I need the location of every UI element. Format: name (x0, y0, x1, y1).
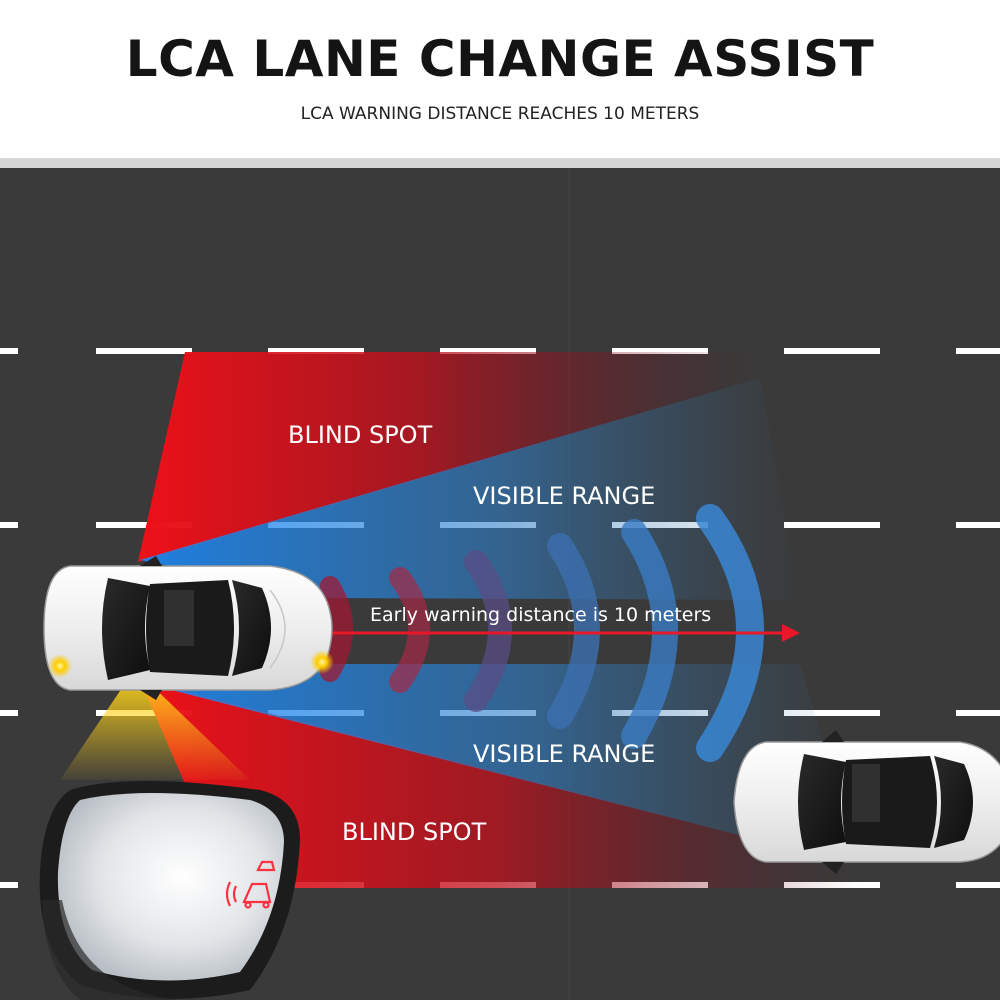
header: LCA LANE CHANGE ASSIST LCA WARNING DISTA… (0, 0, 1000, 158)
blind-spot-zone-lower (140, 680, 860, 888)
blind-spot-warning-icon (225, 860, 276, 909)
page-title: LCA LANE CHANGE ASSIST (125, 30, 875, 88)
visible-range-zone-lower (140, 664, 860, 866)
mirror-light-beam (60, 676, 250, 780)
indicator-light (310, 650, 334, 674)
radar-wave-icon (320, 504, 764, 762)
blind-spot-label-lower: BLIND SPOT (342, 818, 487, 846)
visible-range-label-upper: VISIBLE RANGE (473, 482, 656, 510)
warning-distance-label: Early warning distance is 10 meters (370, 604, 712, 626)
blind-spot-label-upper: BLIND SPOT (288, 421, 433, 449)
car-top-view-icon (733, 730, 1000, 874)
indicator-light (48, 654, 72, 678)
visible-range-label-lower: VISIBLE RANGE (473, 740, 656, 768)
road-edge (0, 158, 1000, 168)
warning-arrow-head (782, 624, 800, 642)
blind-spot-zone-upper (138, 352, 760, 562)
car-top-view-icon (43, 556, 333, 700)
page-subtitle: LCA WARNING DISTANCE REACHES 10 METERS (300, 104, 700, 124)
side-mirror-icon (39, 781, 301, 1000)
